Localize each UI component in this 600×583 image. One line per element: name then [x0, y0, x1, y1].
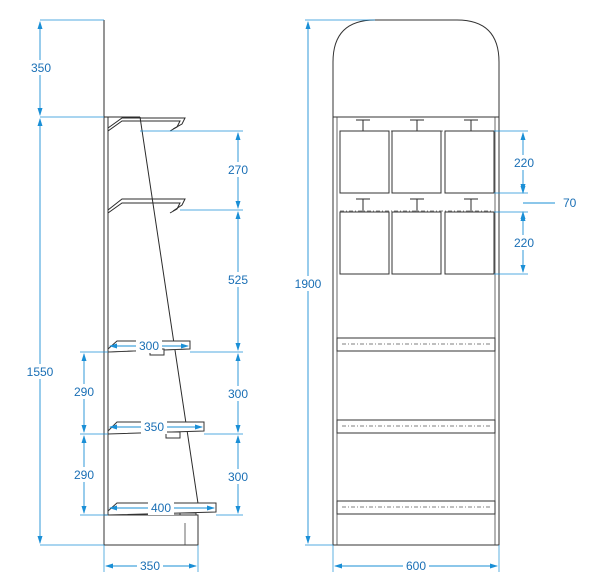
side-view: 350 1550 270 525 300 300 290 290 300 350…	[26, 19, 250, 574]
shelf-front-3	[336, 500, 496, 515]
header-board-front	[332, 19, 500, 118]
card-2	[391, 130, 442, 194]
dim-left-gap-2: 290	[74, 468, 94, 482]
card-5	[391, 211, 442, 275]
dim-gap-shelf1-shelf2: 300	[228, 387, 248, 401]
card-1	[339, 130, 390, 194]
card-6	[444, 211, 495, 275]
base-side	[103, 514, 199, 546]
dim-gap-hook-to-shelf: 525	[228, 273, 248, 287]
card-3	[444, 130, 495, 194]
front-view: 1900 220 70 220 600	[294, 19, 577, 574]
shelf-front-2	[336, 419, 496, 434]
dim-depth-shelf1: 300	[139, 339, 159, 353]
dim-left-gap-1: 290	[74, 385, 94, 399]
card-4	[339, 211, 390, 275]
dim-total-height-front: 1900	[295, 277, 322, 291]
dim-header-height: 350	[31, 61, 51, 75]
dim-total-height-side: 1550	[27, 365, 54, 379]
back-panel-side	[103, 116, 109, 546]
dim-front-width: 600	[406, 559, 426, 573]
dim-gap-top-hooks: 270	[228, 163, 248, 177]
dim-card-height-1: 220	[514, 156, 534, 170]
dim-card-gap: 70	[563, 196, 577, 210]
hook-1	[107, 117, 186, 132]
peg-row-2	[340, 198, 492, 212]
dim-depth-shelf3: 400	[151, 501, 171, 515]
dim-card-height-2: 220	[514, 236, 534, 250]
hook-2	[107, 198, 186, 214]
slanted-side-edge	[139, 116, 200, 511]
dim-depth-shelf2: 350	[144, 420, 164, 434]
dim-base-width: 350	[140, 559, 160, 573]
dim-gap-shelf2-shelf3: 300	[228, 470, 248, 484]
shelf-front-1	[336, 337, 496, 352]
